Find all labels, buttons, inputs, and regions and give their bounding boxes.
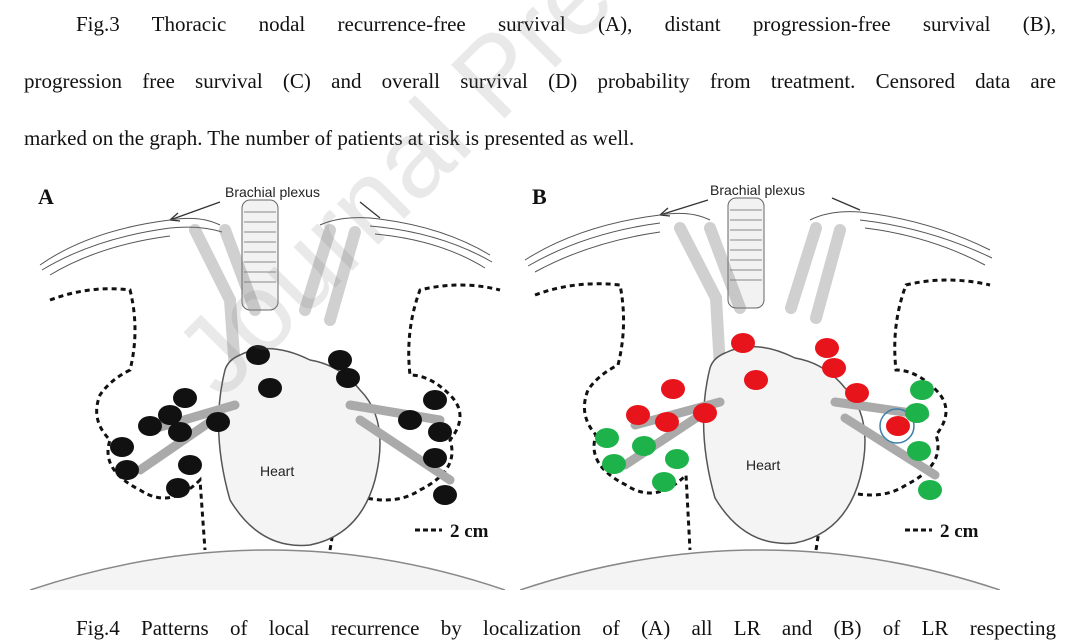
marker [166, 478, 190, 498]
marker [423, 448, 447, 468]
marker [328, 350, 352, 370]
marker-red [731, 333, 755, 353]
panel-a-brachial-label: Brachial plexus [225, 184, 320, 200]
panel-b-letter: B [532, 184, 547, 209]
panel-a-letter: A [38, 184, 54, 209]
marker [258, 378, 282, 398]
marker-red [661, 379, 685, 399]
caption-line-1: Fig.3 Thoracic nodal recurrence-free sur… [76, 12, 1056, 36]
marker-red [886, 416, 910, 436]
marker [173, 388, 197, 408]
panel-a-vessels [189, 224, 361, 376]
panel-a-heart-label: Heart [260, 463, 294, 479]
panel-b-heart-label: Heart [746, 457, 780, 473]
panel-a-arrow-right [359, 201, 381, 219]
panel-a-nodal-outline [49, 283, 501, 551]
marker [336, 368, 360, 388]
marker-green [918, 480, 942, 500]
marker-green [665, 449, 689, 469]
panel-b-arrow-left [659, 199, 709, 216]
figure-panel-a: A Brachial plexus Heart 2 cm [30, 170, 505, 590]
panel-b-highlight-ring [879, 408, 915, 444]
marker [428, 422, 452, 442]
marker [423, 390, 447, 410]
caption-line-3: marked on the graph. The number of patie… [24, 126, 635, 150]
marker-red [815, 338, 839, 358]
marker [115, 460, 139, 480]
marker-green [905, 403, 929, 423]
panel-a-diaphragm [30, 549, 505, 590]
panel-a-scale-label: 2 cm [450, 521, 489, 542]
caption-line-2: progression free survival (C) and overal… [24, 69, 1056, 93]
marker [433, 485, 457, 505]
marker-green [602, 454, 626, 474]
figure-panel-b: B Brachial plexus Heart 2 cm [520, 170, 1000, 590]
marker-red [744, 370, 768, 390]
panel-b-brachial-plexus [524, 211, 993, 273]
panel-b-scale-label: 2 cm [940, 521, 979, 542]
caption-bottom: Fig.4 Patterns of local recurrence by lo… [76, 616, 1056, 640]
panel-a-bronchi [135, 400, 455, 485]
marker-red [822, 358, 846, 378]
marker [168, 422, 192, 442]
marker-green [652, 472, 676, 492]
panel-b-markers-red [626, 333, 910, 436]
panel-b-diaphragm [520, 549, 1000, 590]
panel-b-nodal-outline [534, 278, 991, 551]
panel-b-brachial-label: Brachial plexus [710, 182, 805, 198]
panel-b-arrow-right [831, 197, 861, 211]
panel-a-markers [110, 345, 457, 505]
marker [138, 416, 162, 436]
marker [206, 412, 230, 432]
marker-red [655, 412, 679, 432]
panel-b-vessels [674, 222, 846, 374]
panel-b-markers-green [595, 380, 942, 500]
marker [178, 455, 202, 475]
panel-a-arrow-left [169, 201, 221, 221]
panel-b-drawing: B Brachial plexus Heart 2 cm [520, 182, 1000, 590]
marker-green [910, 380, 934, 400]
marker-green [595, 428, 619, 448]
marker-green [632, 436, 656, 456]
marker-red [626, 405, 650, 425]
marker-red [693, 403, 717, 423]
marker [246, 345, 270, 365]
marker-red [845, 383, 869, 403]
marker [158, 405, 182, 425]
marker [110, 437, 134, 457]
panel-b-bronchi [620, 397, 940, 480]
panel-a-brachial-plexus [39, 217, 493, 276]
panel-a-drawing: A Brachial plexus Heart 2 cm [30, 184, 505, 590]
marker-green [907, 441, 931, 461]
marker [398, 410, 422, 430]
